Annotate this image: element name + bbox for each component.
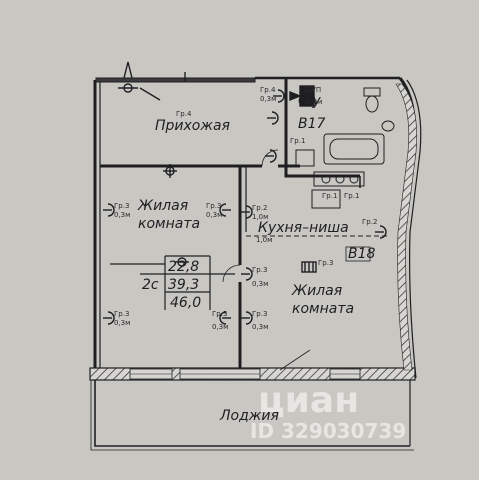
riser-box-b18	[345, 246, 371, 262]
socket-icon	[103, 203, 115, 217]
outer-walls	[89, 76, 422, 381]
group-label: Гр.1	[322, 192, 337, 200]
height-label: 0,3м	[260, 95, 276, 103]
socket-icon	[103, 311, 115, 325]
group-label: Гр.3	[206, 202, 221, 210]
socket-icon	[219, 203, 231, 217]
bathroom-fixtures	[295, 87, 395, 209]
ceiling-lamp-icon	[175, 257, 189, 267]
socket-icon	[375, 225, 387, 239]
room-label-hallway: Прихожая	[155, 118, 230, 134]
watermark: циан ID 329030739	[250, 380, 406, 443]
panel-label: ЩУП	[304, 86, 321, 94]
socket-icon	[241, 311, 253, 325]
riser-label-b18: В18	[348, 246, 376, 262]
socket-icon	[267, 111, 279, 125]
room-label-living1-line2: комната	[138, 216, 200, 232]
interior-walls	[100, 78, 390, 371]
height-label: 1,0м	[256, 236, 272, 244]
socket-icon	[241, 267, 253, 281]
group-label: Гр.3	[212, 310, 227, 318]
group-label: Гр.3	[114, 202, 129, 210]
watermark-brand: циан	[258, 380, 359, 421]
area-total: 46,0	[170, 295, 201, 311]
socket-icon	[219, 311, 231, 325]
area-type: 2с	[142, 277, 159, 293]
group-label: Гр.3	[252, 310, 267, 318]
riser-label-b17: В17	[298, 116, 326, 132]
group-label: Гр.1	[290, 137, 305, 145]
group-label: Гр.3	[252, 266, 267, 274]
area-total-living: 39,3	[168, 277, 199, 293]
socket-icon	[265, 149, 277, 163]
group-label: Гр.3	[318, 259, 333, 267]
area-table	[110, 255, 235, 310]
group-label: Гр.2	[362, 218, 377, 226]
height-label: 1,0м	[306, 98, 322, 106]
group-label: Гр.4	[176, 110, 192, 118]
room-label-living1-line1: Жилая	[137, 198, 188, 214]
height-label: 0,3м	[114, 211, 130, 219]
radiator-icon	[301, 261, 317, 273]
room-label-living2-line2: комната	[292, 301, 354, 317]
electrical-panel-icon	[289, 85, 315, 107]
group-label: Гр.4	[260, 86, 276, 94]
height-label: 0,3м	[212, 323, 228, 331]
room-label-loggia: Лоджия	[219, 408, 279, 424]
loggia-outline	[90, 380, 414, 451]
height-label: 0,3м	[252, 280, 268, 288]
socket-symbols	[103, 61, 387, 325]
group-label: Гр.1	[344, 192, 359, 200]
watermark-id: ID 329030739	[250, 419, 406, 443]
room-label-living2-line1: Жилая	[291, 283, 342, 299]
group-label: Гр.2	[252, 204, 267, 212]
ceiling-lamp-icon	[163, 164, 177, 178]
area-living: 22,8	[168, 259, 199, 275]
ceiling-lamp-icon	[118, 61, 138, 93]
height-label: 0,3м	[252, 323, 268, 331]
room-label-kitchen: Кухня–ниша	[258, 220, 349, 236]
top-wall	[95, 77, 256, 83]
socket-icon	[273, 89, 285, 103]
height-label: 1,0м	[252, 213, 268, 221]
height-label: 0,3м	[114, 319, 130, 327]
height-label: 0,3м	[206, 211, 222, 219]
room-label-bathroom: С/у	[298, 93, 321, 109]
group-label: Гр.3	[114, 310, 129, 318]
socket-icon	[241, 205, 253, 219]
